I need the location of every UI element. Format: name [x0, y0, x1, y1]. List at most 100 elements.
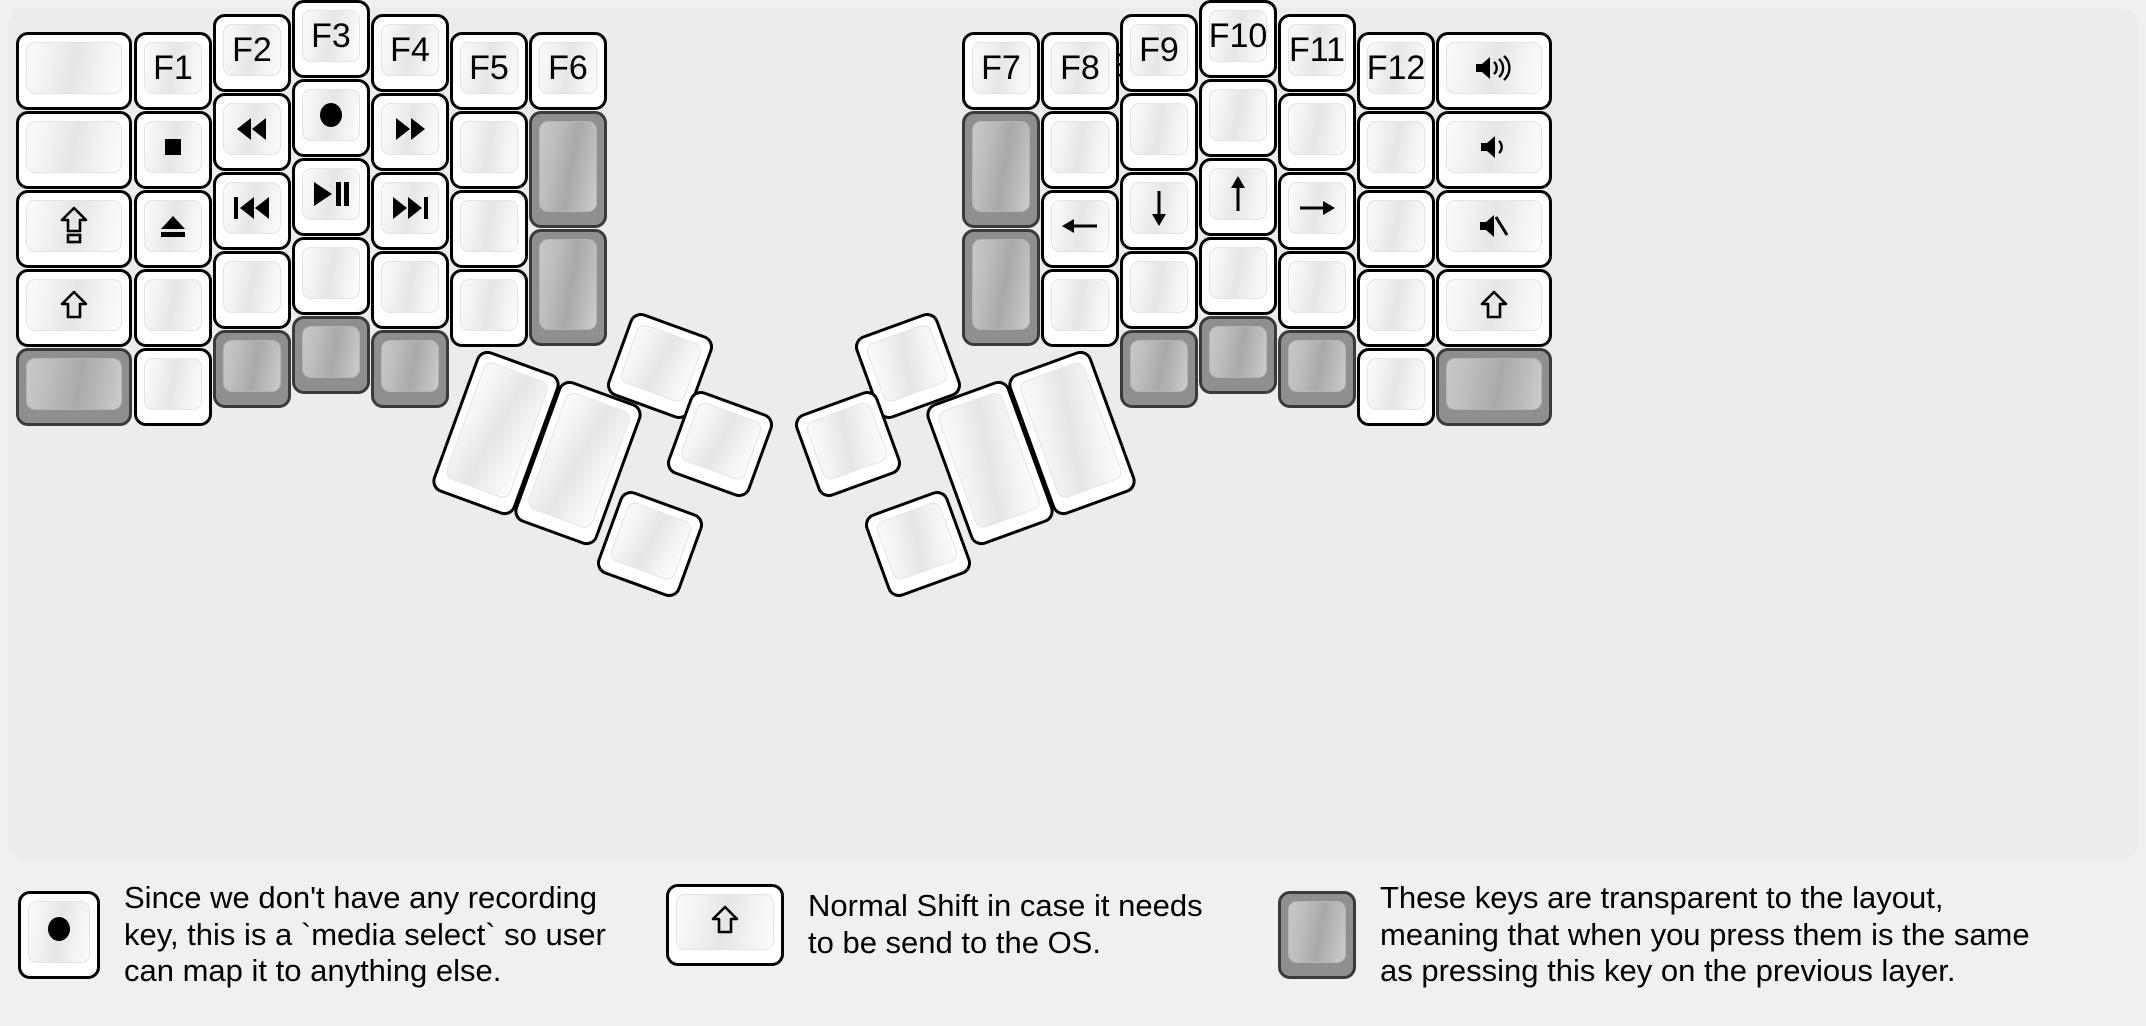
key-blank[interactable] — [1120, 251, 1198, 329]
key-cap: F2 — [223, 24, 281, 76]
key-media-stop[interactable] — [134, 111, 212, 189]
legend-normal-shift-key — [666, 884, 784, 966]
key-cap — [223, 103, 281, 155]
key-f5[interactable]: F5 — [450, 32, 528, 110]
key-cap — [1446, 121, 1542, 173]
key-label: F4 — [390, 31, 430, 69]
key-cap — [302, 168, 360, 220]
key-arrow-left[interactable] — [1041, 190, 1119, 268]
key-cap — [1288, 182, 1346, 234]
key-media-fast-forward[interactable] — [371, 93, 449, 171]
key-blank[interactable] — [1278, 251, 1356, 329]
key-blank[interactable] — [213, 251, 291, 329]
key-cap — [1209, 168, 1267, 220]
key-volume-down[interactable] — [1436, 111, 1552, 189]
key-blank[interactable] — [134, 348, 212, 426]
key-blank[interactable] — [450, 111, 528, 189]
media-play-pause-icon — [310, 179, 352, 209]
key-f10[interactable]: F10 — [1199, 0, 1277, 78]
key-blank[interactable] — [450, 190, 528, 268]
key-f4[interactable]: F4 — [371, 14, 449, 92]
key-cap: F7 — [972, 42, 1030, 94]
key-f6[interactable]: F6 — [529, 32, 607, 110]
key-transparent[interactable] — [371, 330, 449, 408]
key-transparent[interactable] — [1120, 330, 1198, 408]
key-media-next-track[interactable] — [371, 172, 449, 250]
key-cap — [1288, 340, 1346, 392]
key-cap — [1367, 279, 1425, 331]
key-blank[interactable] — [1278, 93, 1356, 171]
key-transparent[interactable] — [16, 348, 132, 426]
key-blank[interactable] — [1199, 79, 1277, 157]
key-cap — [539, 121, 597, 212]
key-arrow-down[interactable] — [1120, 172, 1198, 250]
key-blank[interactable] — [450, 269, 528, 347]
key-cap: F6 — [539, 42, 597, 94]
key-blank[interactable] — [371, 251, 449, 329]
key-media-prev-track[interactable] — [213, 172, 291, 250]
key-blank[interactable] — [1357, 111, 1435, 189]
key-blank[interactable] — [16, 111, 132, 189]
key-transparent[interactable] — [962, 111, 1040, 228]
key-cap: F1 — [144, 42, 202, 94]
key-shift[interactable] — [16, 269, 132, 347]
key-f12[interactable]: F12 — [1357, 32, 1435, 110]
key-cap — [1446, 42, 1542, 94]
key-transparent[interactable] — [1278, 330, 1356, 408]
media-stop-icon — [158, 132, 188, 162]
key-cap — [1288, 103, 1346, 155]
key-cap — [678, 400, 764, 482]
key-volume-up[interactable] — [1436, 32, 1552, 110]
key-media-record[interactable] — [292, 79, 370, 157]
legend-normal-shift-text: Normal Shift in case it needs to be send… — [808, 888, 1203, 960]
key-label: F11 — [1288, 31, 1346, 69]
key-blank[interactable] — [16, 32, 132, 110]
key-caps-lock[interactable] — [16, 190, 132, 268]
key-volume-mute[interactable] — [1436, 190, 1552, 268]
key-media-play-pause[interactable] — [292, 158, 370, 236]
key-arrow-right[interactable] — [1278, 172, 1356, 250]
key-blank[interactable] — [1041, 269, 1119, 347]
key-label: F3 — [311, 17, 351, 55]
key-media-eject[interactable] — [134, 190, 212, 268]
key-blank[interactable] — [134, 269, 212, 347]
key-transparent[interactable] — [292, 316, 370, 394]
key-f2[interactable]: F2 — [213, 14, 291, 92]
key-cap — [460, 200, 518, 252]
media-record-icon — [42, 912, 76, 951]
key-f3[interactable]: F3 — [292, 0, 370, 78]
key-transparent[interactable] — [962, 229, 1040, 346]
arrow-down-icon — [1146, 188, 1172, 228]
key-f9[interactable]: F9 — [1120, 14, 1198, 92]
key-shift[interactable] — [1436, 269, 1552, 347]
key-transparent[interactable] — [529, 111, 607, 228]
key-blank[interactable] — [1357, 190, 1435, 268]
key-f11[interactable]: F11 — [1278, 14, 1356, 92]
key-media-rewind[interactable] — [213, 93, 291, 171]
key-blank[interactable] — [1357, 269, 1435, 347]
key-blank[interactable] — [292, 237, 370, 315]
key-transparent[interactable] — [529, 229, 607, 346]
key-cap — [1051, 200, 1109, 252]
key-blank[interactable] — [1357, 348, 1435, 426]
key-arrow-up[interactable] — [1199, 158, 1277, 236]
key-transparent[interactable] — [213, 330, 291, 408]
key-cap — [460, 279, 518, 331]
key-f8[interactable]: F8 — [1041, 32, 1119, 110]
key-cap — [26, 121, 122, 173]
key-cap — [26, 358, 122, 410]
key-transparent[interactable] — [1199, 316, 1277, 394]
key-blank[interactable] — [1199, 237, 1277, 315]
key-cap — [1446, 200, 1542, 252]
key-cap — [381, 182, 439, 234]
key-transparent[interactable] — [1436, 348, 1552, 426]
key-cap — [144, 121, 202, 173]
key-f1[interactable]: F1 — [134, 32, 212, 110]
key-cap — [381, 340, 439, 392]
media-fast-forward-icon — [390, 115, 430, 143]
key-label: F2 — [232, 31, 272, 69]
key-blank[interactable] — [1041, 111, 1119, 189]
key-blank[interactable] — [1120, 93, 1198, 171]
key-label: F5 — [469, 49, 509, 87]
key-f7[interactable]: F7 — [962, 32, 1040, 110]
